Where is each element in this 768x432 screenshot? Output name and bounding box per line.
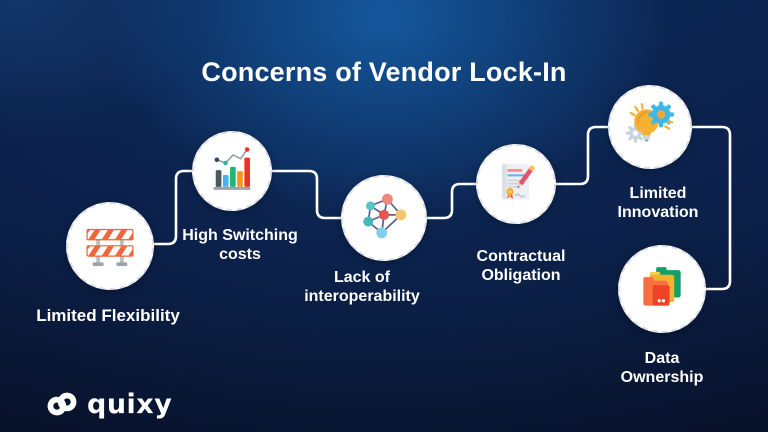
step-label-data-ownership: Data Ownership — [620, 350, 704, 387]
step-circle-data-ownership — [618, 245, 706, 333]
quixy-logo-text: quixy — [87, 388, 173, 420]
step-label-contractual-obligation: Contractual Obligation — [476, 248, 566, 285]
bar-chart-icon — [206, 143, 258, 200]
step-label-high-switching-costs: High Switching costs — [182, 227, 298, 264]
innovation-icon — [622, 97, 678, 158]
network-circle-lack-of-interoperability — [341, 175, 427, 261]
network-icon — [357, 189, 411, 248]
step-circle-high-switching-costs — [192, 131, 272, 211]
step-label-lack-of-interoperability: Lack of interoperability — [304, 269, 420, 306]
page-title: Concerns of Vendor Lock-In — [201, 57, 567, 87]
quixy-logo: quixy — [44, 386, 172, 422]
quixy-infinity-icon — [44, 386, 80, 422]
step-circle-contractual-obligation — [476, 144, 556, 224]
step-label-limited-innovation: Limited Innovation — [617, 185, 699, 222]
step-label-limited-flexibility: Limited Flexibility — [36, 306, 180, 325]
barrier-icon — [81, 215, 139, 278]
contract-icon — [490, 156, 542, 213]
step-circle-limited-innovation — [608, 85, 692, 169]
folders-icon — [634, 259, 690, 320]
step-circle-limited-flexibility — [66, 202, 154, 290]
